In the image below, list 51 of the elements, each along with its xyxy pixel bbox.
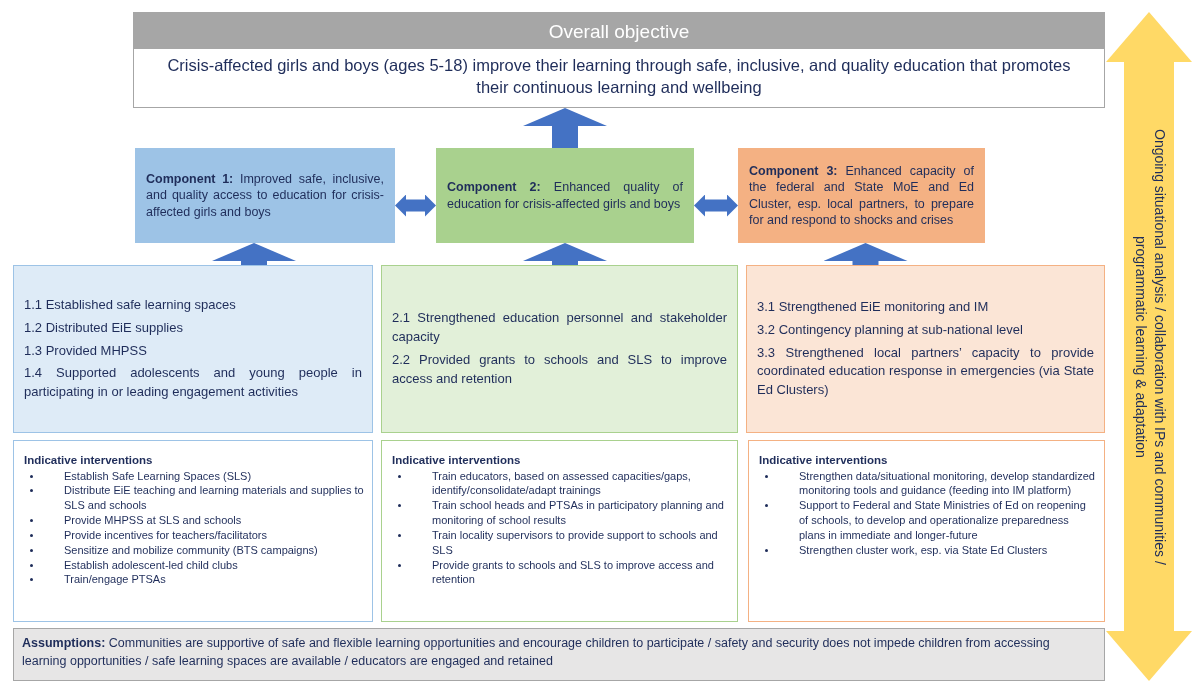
outputs-box xyxy=(381,265,738,433)
output-text: 3.1 Strengthened EiE monitoring and IM xyxy=(757,297,990,316)
interventions-box xyxy=(748,440,1105,622)
assumptions-box xyxy=(13,628,1105,681)
output-text: 1.3 Provided MHPSS xyxy=(24,341,148,360)
double-arrow-band xyxy=(1106,12,1192,681)
intervention-text: Sensitize and mobilize community (BTS campaigns) xyxy=(64,542,319,558)
intervention-text: Establish Safe Learning Spaces (SLS) xyxy=(64,468,253,484)
intervention-text: Provide grants to schools and SLS to improve access and retention xyxy=(432,557,715,588)
output-text: 1.4 Supported adolescents and young people in participating in or leading engagement activities xyxy=(24,364,362,402)
intervention-text: Provide MHPSS at SLS and schools xyxy=(64,513,243,528)
block-arrow xyxy=(823,243,908,265)
output-text: 2.2 Provided grants to schools and SLS to improve access and retention xyxy=(392,351,727,388)
intervention-text: Train locality supervisors to provide support to schools and SLS xyxy=(432,527,719,558)
output-text: 3.2 Contingency planning at sub-national level xyxy=(757,320,1024,339)
intervention-text: Strengthen cluster work, esp. via State Ed Clusters xyxy=(799,542,1049,558)
block-arrow xyxy=(395,194,436,217)
output-text: 1.2 Distributed EiE supplies xyxy=(24,318,184,337)
intervention-text: Train school heads and PTSAs in participatory planning and monitoring of school results xyxy=(432,498,725,528)
interventions-heading: Indicative interventions xyxy=(759,453,889,468)
objective-box xyxy=(133,12,1105,108)
component-text: Component 2: Enhanced quality of education for crisis-affected girls and boys xyxy=(447,179,683,212)
block-arrow xyxy=(523,108,607,148)
component-text: Component 3: Enhanced capacity of the federal and State MoE and Ed Cluster, esp. local partners, to prepare for and respond to shocks and crises xyxy=(749,163,974,228)
intervention-text: Train/engage PTSAs xyxy=(64,572,167,588)
intervention-text: Strengthen data/situational monitoring, develop standardized monitoring tools and guidance (feeding into IM platform) xyxy=(799,468,1096,499)
intervention-text: Provide incentives for teachers/facilitators xyxy=(64,527,268,543)
intervention-text: Distribute EiE teaching and learning materials and supplies to SLS and schools xyxy=(64,483,364,514)
component-box xyxy=(436,148,694,243)
intervention-text: Train educators, based on assessed capacities/gaps, identify/consolidate/adapt trainings xyxy=(432,468,692,499)
block-arrow xyxy=(694,194,738,217)
outputs-box xyxy=(746,265,1105,433)
assumptions-text: Assumptions: Communities are supportive of safe and flexible learning opportunities and encourage children to participate / safety and security does not impede children from accessing learning opportunities / safe learning spaces are available / educators are engaged and retained xyxy=(22,635,1051,670)
output-text: 1.1 Established safe learning spaces xyxy=(24,295,237,314)
objective-heading: Overall objective xyxy=(134,13,1104,49)
block-arrow xyxy=(523,243,607,265)
block-arrow xyxy=(212,243,296,265)
component-box xyxy=(135,148,395,243)
component-text: Component 1: Improved safe, inclusive, and quality access to education for crisis-affected girls and boys xyxy=(146,171,384,220)
objective-text: Crisis-affected girls and boys (ages 5-18) improve their learning through safe, inclusive, and quality education that promotes their continuous learning and wellbeing xyxy=(166,55,1072,99)
output-text: 2.1 Strengthened education personnel and stakeholder capacity xyxy=(392,309,727,347)
intervention-text: Establish adolescent-led child clubs xyxy=(64,557,239,573)
interventions-heading: Indicative interventions xyxy=(392,453,522,468)
interventions-box xyxy=(381,440,738,622)
outputs-box xyxy=(13,265,373,433)
intervention-text: Support to Federal and State Ministries of Ed on reopening of schools, to develop and operationalize preparedness plans in immediate and longer-future xyxy=(799,498,1087,543)
component-box xyxy=(738,148,985,243)
band-text: Ongoing situational analysis / collaboration with IPs and communities / programmatic learning & adaptation xyxy=(1132,127,1169,567)
interventions-heading: Indicative interventions xyxy=(24,453,154,468)
interventions-box xyxy=(13,440,373,622)
output-text: 3.3 Strengthened local partners’ capacity to provide coordinated education response in emergencies (via State Ed Clusters) xyxy=(757,343,1094,400)
